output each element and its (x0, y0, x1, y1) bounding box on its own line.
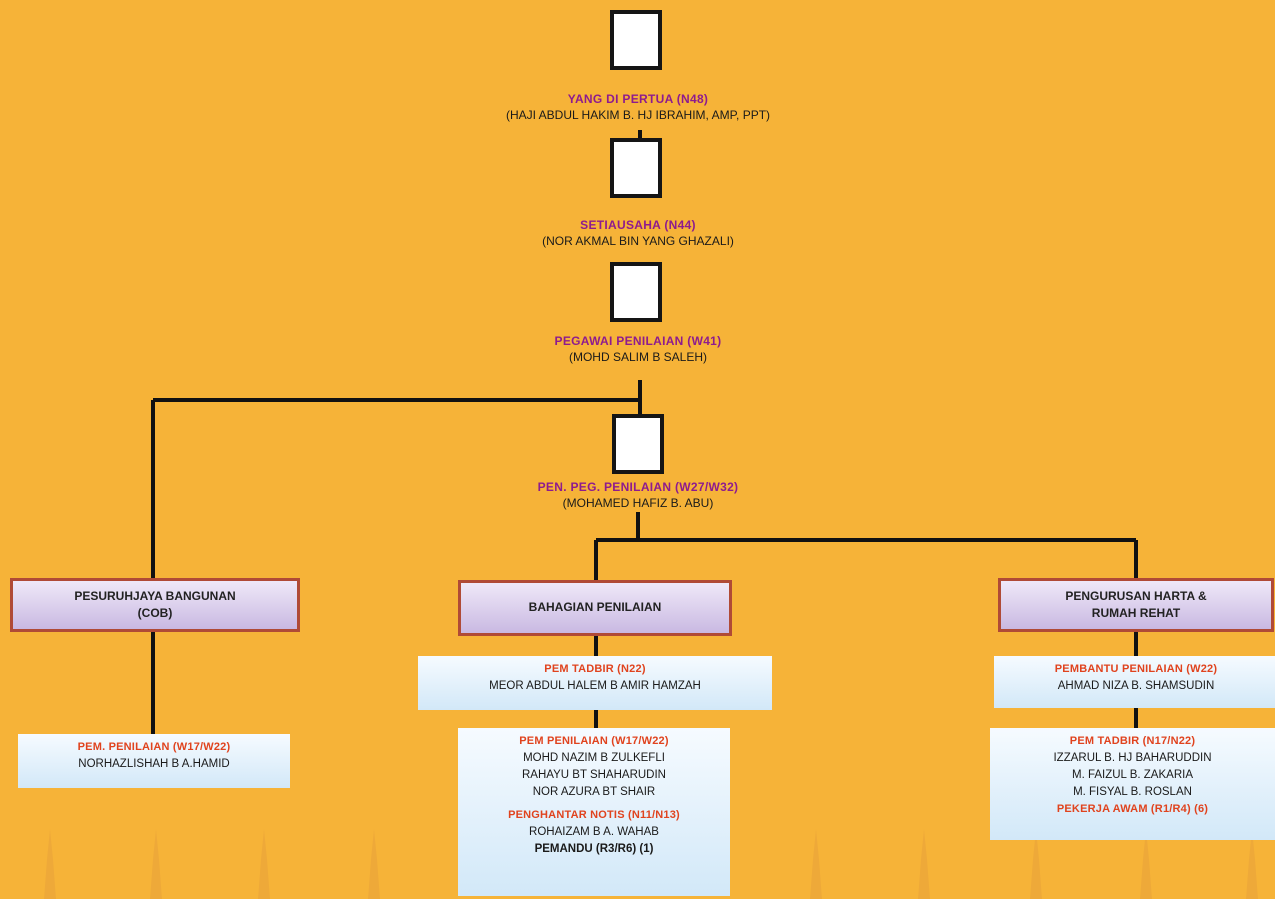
department-harta: PENGURUSAN HARTA & RUMAH REHAT (998, 578, 1274, 632)
staff-name: MEOR ABDUL HALEM B AMIR HAMZAH (489, 679, 701, 692)
spire-decoration (1246, 829, 1258, 899)
leader-pen-peg-penilaian: PEN. PEG. PENILAIAN (W27/W32) (MOHAMED H… (378, 480, 898, 510)
spire-decoration (918, 829, 930, 899)
staff-name: M. FISYAL B. ROSLAN (1073, 786, 1192, 798)
staff-name: MOHD NAZIM B ZULKEFLI (523, 751, 665, 764)
staff-box-penilaian-admin: PEM TADBIR (N22) MEOR ABDUL HALEM B AMIR… (418, 656, 772, 710)
photo-yang-di-pertua (610, 10, 662, 70)
department-penilaian: BAHAGIAN PENILAIAN (458, 580, 732, 636)
leader-setiausaha: SETIAUSAHA (N44) (NOR AKMAL BIN YANG GHA… (378, 218, 898, 248)
spire-decoration (150, 829, 162, 899)
staff-box-harta-assistant: PEMBANTU PENILAIAN (W22) AHMAD NIZA B. S… (994, 656, 1275, 708)
staff-role: PEM PENILAIAN (W17/W22) (519, 735, 669, 747)
leader-pegawai-penilaian: PEGAWAI PENILAIAN (W41) (MOHD SALIM B SA… (378, 334, 898, 364)
leader-name: (NOR AKMAL BIN YANG GHAZALI) (542, 234, 734, 248)
photo-setiausaha (610, 138, 662, 198)
staff-role: PEM TADBIR (N17/N22) (1069, 735, 1196, 747)
leader-name: (HAJI ABDUL HAKIM B. HJ IBRAHIM, AMP, PP… (505, 108, 771, 122)
spire-decoration (258, 829, 270, 899)
staff-name: IZZARUL B. HJ BAHARUDDIN (1053, 751, 1212, 764)
leader-post: PEGAWAI PENILAIAN (W41) (554, 334, 722, 348)
staff-name: ROHAIZAM B A. WAHAB (529, 825, 659, 838)
department-cob: PESURUHJAYA BANGUNAN (COB) (10, 578, 300, 632)
spire-decoration (368, 829, 380, 899)
staff-name: AHMAD NIZA B. SHAMSUDIN (1057, 679, 1215, 692)
staff-box-harta-admin: PEM TADBIR (N17/N22) IZZARUL B. HJ BAHAR… (990, 728, 1275, 840)
staff-box-penilaian-assessors: PEM PENILAIAN (W17/W22) MOHD NAZIM B ZUL… (458, 728, 730, 896)
staff-role: PEM TADBIR (N22) (544, 663, 646, 675)
spire-decoration (810, 829, 822, 899)
leader-post: YANG DI PERTUA (N48) (567, 92, 709, 106)
staff-role: PEM. PENILAIAN (W17/W22) (77, 741, 231, 753)
leader-name: (MOHD SALIM B SALEH) (568, 350, 708, 364)
staff-name: RAHAYU BT SHAHARUDIN (522, 768, 666, 781)
leader-post: SETIAUSAHA (N44) (580, 218, 696, 232)
staff-name: NOR AZURA BT SHAIR (532, 786, 656, 798)
spire-decoration (44, 829, 56, 899)
spire-decoration (1030, 829, 1042, 899)
staff-extra: PEKERJA AWAM (R1/R4) (6) (1056, 803, 1209, 816)
leader-name: (MOHAMED HAFIZ B. ABU) (562, 496, 714, 510)
staff-name: M. FAIZUL B. ZAKARIA (1072, 768, 1193, 781)
staff-extra: PEMANDU (R3/R6) (1) (534, 843, 654, 855)
staff-name: NORHAZLISHAH B A.HAMID (78, 757, 230, 770)
staff-box-cob: PEM. PENILAIAN (W17/W22) NORHAZLISHAH B … (18, 734, 290, 788)
photo-pegawai-penilaian (610, 262, 662, 322)
staff-role: PEMBANTU PENILAIAN (W22) (1054, 663, 1218, 675)
spire-decoration (1140, 829, 1152, 899)
staff-role-secondary: PENGHANTAR NOTIS (N11/N13) (508, 809, 680, 822)
photo-pen-peg-penilaian (612, 414, 664, 474)
leader-yang-di-pertua: YANG DI PERTUA (N48) (HAJI ABDUL HAKIM B… (378, 92, 898, 122)
leader-post: PEN. PEG. PENILAIAN (W27/W32) (537, 480, 739, 494)
